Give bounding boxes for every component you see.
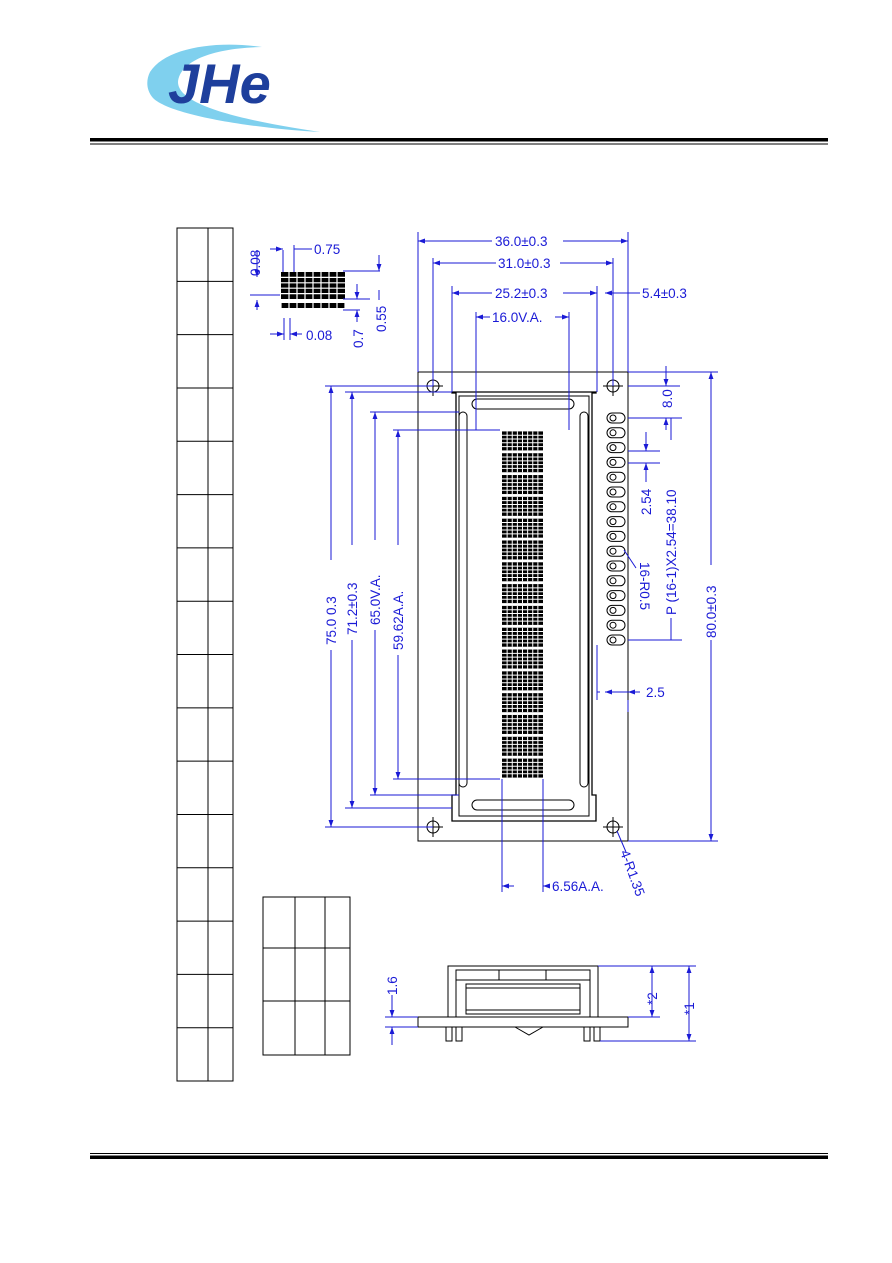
pin-table xyxy=(176,227,234,1082)
dim-holes: 4-R1.35 xyxy=(617,848,648,898)
character-cells xyxy=(502,431,543,778)
pin-pad xyxy=(606,530,626,542)
dim-viewing-width: 25.2±0.3 xyxy=(495,286,547,301)
character-cell xyxy=(502,649,543,669)
pin-pad xyxy=(606,486,626,498)
dim-height-1: *1 xyxy=(682,1002,697,1015)
character-cell xyxy=(502,496,543,516)
dim-aa-height: 59.62A.A. xyxy=(391,591,406,650)
parameter-table xyxy=(262,896,351,1056)
pin-pad xyxy=(606,471,626,483)
dim-char-h: 0.7 xyxy=(351,329,366,348)
character-cell xyxy=(502,736,543,756)
pin-pad xyxy=(606,545,626,557)
dim-pad: 16-R0.5 xyxy=(637,562,652,610)
pin-pad xyxy=(606,634,626,646)
side-dimension-lines xyxy=(385,965,696,1045)
dim-outline-width: 36.0±0.3 xyxy=(495,234,547,249)
character-cell xyxy=(502,584,543,604)
header-rule xyxy=(90,138,828,145)
dim-height-2: *2 xyxy=(645,992,660,1005)
dim-dot-h: 0.55 xyxy=(374,306,389,332)
pin-pad xyxy=(606,442,626,454)
dim-pin-offset: 5.4±0.3 xyxy=(642,286,687,301)
pin-pad xyxy=(606,575,626,587)
pin-pad xyxy=(606,590,626,602)
dim-dot-pitch-x: 0.75 xyxy=(314,242,340,257)
logo-swoosh xyxy=(147,44,320,132)
pin-pad xyxy=(606,501,626,513)
pin-pads xyxy=(606,412,626,646)
dim-aa-width: 6.56A.A. xyxy=(552,879,604,894)
character-cell xyxy=(502,714,543,734)
dim-dot-gap-x: 0.08 xyxy=(306,328,332,343)
dim-pin-top: 8.0 xyxy=(660,389,675,408)
dim-pin-pitch: 2.54 xyxy=(639,488,654,515)
character-cell xyxy=(502,758,543,778)
footer-rule xyxy=(90,1153,828,1159)
dim-va-height: 65.0V.A. xyxy=(368,574,383,625)
pin-pad xyxy=(606,619,626,631)
logo-text: JHe xyxy=(168,52,271,115)
module-outline xyxy=(417,371,629,842)
dim-va-width: 16.0V.A. xyxy=(492,310,543,325)
character-cell xyxy=(502,453,543,473)
character-cell xyxy=(502,605,543,625)
pin-pad xyxy=(606,412,626,424)
dim-board-thickness: 1.6 xyxy=(385,976,400,995)
character-cell xyxy=(502,671,543,691)
dot-grid xyxy=(281,272,345,299)
pin-pad xyxy=(606,427,626,439)
dim-total-length: 80.0±0.3 xyxy=(704,586,719,638)
dim-dot-gap-y: 0.08 xyxy=(248,250,263,276)
dimension-lines xyxy=(325,232,718,892)
character-cell xyxy=(502,431,543,451)
character-cell xyxy=(502,693,543,713)
character-cell xyxy=(502,627,543,647)
character-cell xyxy=(502,540,543,560)
cursor-row xyxy=(281,303,345,308)
company-logo: JHe xyxy=(147,44,320,132)
character-cell xyxy=(502,562,543,582)
character-cell xyxy=(502,475,543,495)
dim-hole-pitch: 31.0±0.3 xyxy=(498,256,550,271)
dot-matrix-detail: 0.08 0.75 0.08 0.55 0.7 xyxy=(248,242,389,348)
dim-pin-span: P (16-1)X2.54=38.10 xyxy=(664,490,679,615)
side-view xyxy=(417,965,629,1042)
pin-pad xyxy=(606,516,626,528)
character-cell xyxy=(502,518,543,538)
dim-pin-margin: 2.5 xyxy=(646,685,665,700)
dim-hole-pitch-h: 71.2±0.3 xyxy=(345,583,360,635)
pin-pad xyxy=(606,604,626,616)
pin-pad xyxy=(606,560,626,572)
pin-pad xyxy=(606,456,626,468)
dim-outline-height: 75.0 0.3 xyxy=(324,596,339,645)
